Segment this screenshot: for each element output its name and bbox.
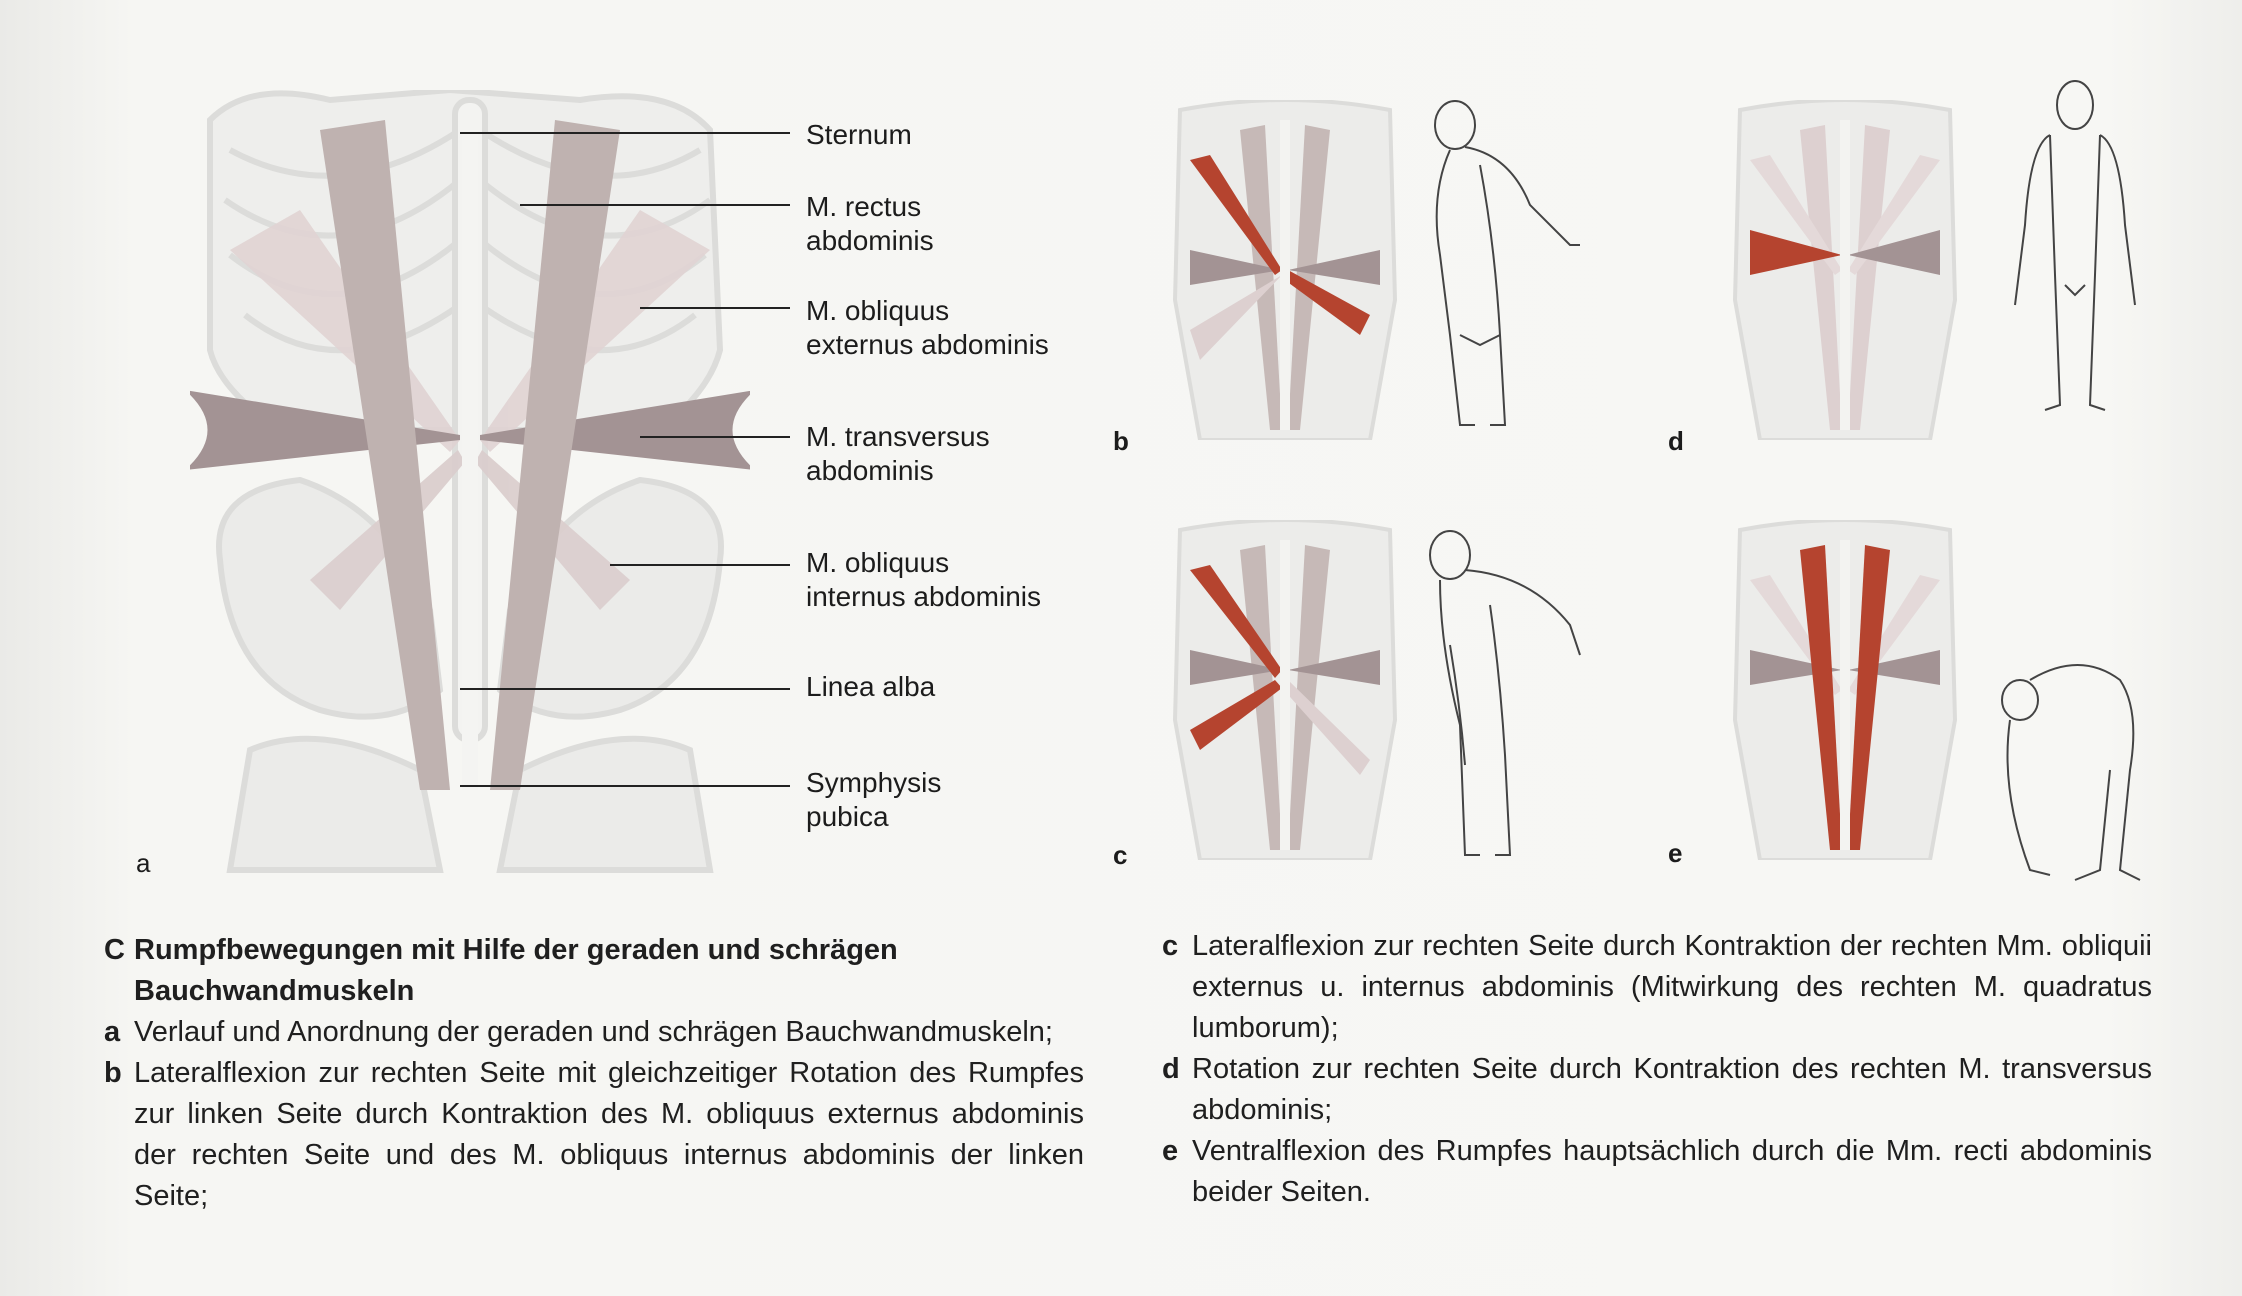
person-lateral-rotation	[1434, 100, 1580, 426]
leader-obl-int	[610, 564, 790, 566]
leader-rectus	[520, 204, 790, 206]
leader-linea-alba	[460, 688, 790, 690]
caption-right: c Lateralflexion zur rechten Seite durch…	[1162, 926, 2152, 1213]
caption-item-a: a Verlauf und Anordnung der geraden und …	[104, 1016, 1053, 1048]
caption-key: C	[104, 934, 125, 966]
caption-item-d: d Rotation zur rechten Seite durch Kontr…	[1162, 1053, 2152, 1126]
caption-left: C Rumpfbewegungen mit Hilfe der geraden …	[104, 930, 1084, 1217]
caption-title-line1: Rumpfbewegungen mit Hilfe der geraden un…	[134, 934, 898, 966]
rectus-abdominis	[320, 120, 620, 790]
torso-d	[1732, 100, 1958, 440]
caption-heading: C Rumpfbewegungen mit Hilfe der geraden …	[104, 930, 1084, 1012]
caption-item-c: c Lateralflexion zur rechten Seite durch…	[1162, 930, 2152, 1044]
torso-e	[1732, 520, 1958, 860]
label-sternum: Sternum	[806, 119, 912, 150]
caption-item-b: b Lateralflexion zur rechten Seite mit g…	[104, 1057, 1084, 1212]
leader-obl-ext	[640, 307, 790, 309]
linea-alba	[462, 130, 478, 790]
torso-b	[1172, 100, 1398, 440]
panel-letter-c: c	[1113, 840, 1128, 870]
abdominal-muscles-diagram	[190, 90, 750, 873]
person-lateral-flexion	[1429, 530, 1581, 856]
label-linea-alba: Linea alba	[806, 671, 936, 702]
panel-letter-b: b	[1113, 426, 1129, 456]
leader-transversus	[640, 436, 790, 438]
panel-letter-d: d	[1668, 426, 1684, 456]
person-rotation	[2014, 80, 2136, 411]
panel-letter-a: a	[136, 848, 151, 878]
leader-symphysis	[460, 785, 790, 787]
panel-letter-e: e	[1668, 838, 1683, 868]
torso-c	[1172, 520, 1398, 860]
caption-item-e: e Ventralflexion des Rumpfes hauptsächli…	[1162, 1135, 2152, 1208]
caption-title-line2: Bauchwandmuskeln	[134, 975, 415, 1007]
transversus-abdominis	[190, 390, 750, 470]
leader-sternum	[460, 132, 790, 134]
person-ventral-flexion	[2001, 664, 2141, 881]
